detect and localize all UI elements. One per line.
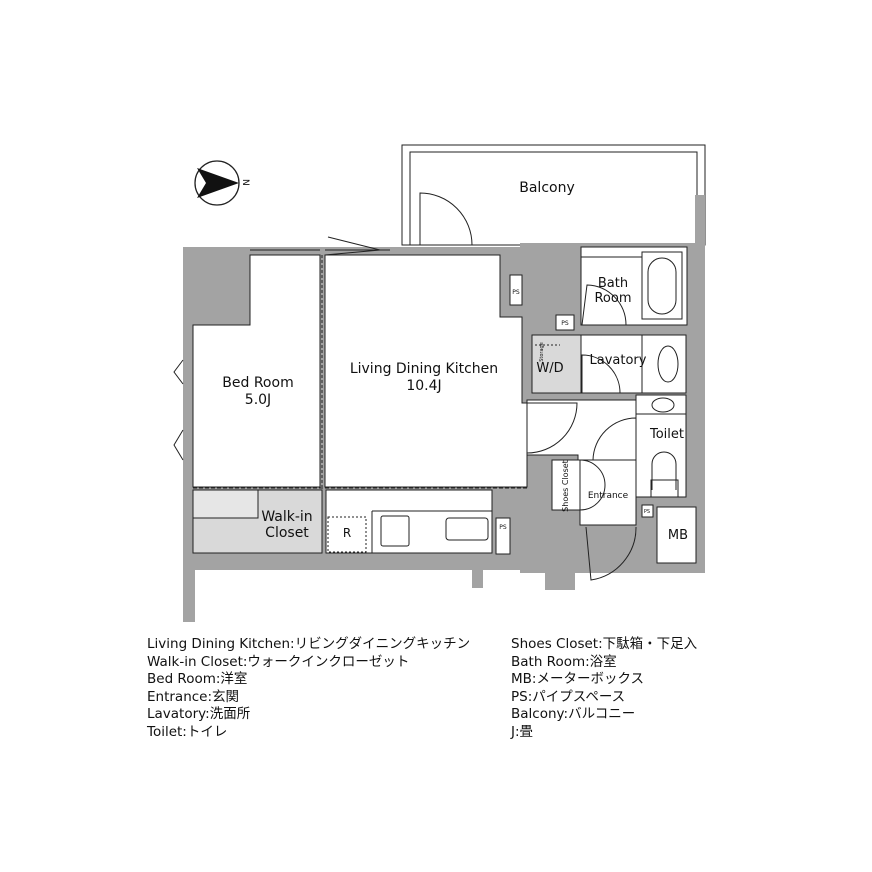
legend-item: Living Dining Kitchen:リビングダイニングキッチン	[147, 636, 471, 652]
entrance-label: Entrance	[588, 491, 629, 501]
bath-label-1: Bath	[598, 276, 628, 291]
legend-right: Shoes Closet:下駄箱・下足入 Bath Room:浴室 MB:メータ…	[511, 636, 697, 741]
kitchen-sink-icon	[445, 517, 489, 541]
bedroom-size: 5.0J	[245, 392, 271, 408]
balcony: Balcony	[401, 144, 706, 246]
bath-label-2: Room	[594, 291, 631, 306]
legend-item: Bath Room:浴室	[511, 653, 617, 670]
fridge-space	[327, 516, 367, 553]
ldk-label: Living Dining Kitchen	[350, 361, 498, 377]
walkin-label-2: Closet	[265, 525, 309, 541]
legend-item: Balcony:バルコニー	[511, 706, 636, 722]
fridge-label: R	[343, 526, 351, 540]
legend-item: PS:パイプスペース	[511, 688, 626, 705]
compass: N	[194, 160, 250, 206]
ldk-door[interactable]	[526, 402, 578, 454]
ldk	[324, 254, 528, 488]
sink-icon	[657, 345, 679, 383]
legend-item: J:畳	[511, 723, 534, 740]
compass-label: N	[240, 179, 250, 186]
ps-label: PS	[561, 320, 569, 327]
balcony-label: Balcony	[519, 180, 575, 196]
lavatory-door[interactable]	[581, 354, 621, 394]
ps-label: PS	[499, 524, 507, 531]
bedroom-windows	[173, 359, 184, 461]
wd-label: W/D	[536, 361, 563, 376]
bath-door[interactable]	[581, 284, 627, 326]
legend-left: Living Dining Kitchen:リビングダイニングキッチン Walk…	[147, 636, 470, 741]
legend-item: Lavatory:洗面所	[147, 706, 251, 722]
storage-label: Storage	[539, 342, 545, 362]
shoes-closet	[551, 459, 581, 511]
shoes-closet-door[interactable]	[579, 459, 606, 511]
toilet-tank-icon	[651, 397, 675, 413]
ps-label: PS	[512, 289, 520, 296]
toilet-door[interactable]	[592, 417, 637, 461]
legend-item: Walk-in Closet:ウォークインクローゼット	[147, 653, 410, 670]
bathtub	[641, 251, 683, 320]
stove-icon	[380, 515, 410, 547]
bedroom	[192, 254, 321, 488]
legend-item: MB:メーターボックス	[511, 671, 645, 687]
entrance-door[interactable]	[585, 526, 637, 581]
toilet-bowl-icon	[651, 451, 677, 490]
meter-box	[656, 506, 697, 564]
legend-item: Toilet:トイレ	[147, 723, 228, 740]
legend-item: Bed Room:洋室	[147, 671, 248, 687]
bedroom-label: Bed Room	[222, 375, 293, 391]
walkin-label-1: Walk-in	[261, 509, 312, 525]
legend-item: Entrance:玄関	[147, 688, 240, 705]
north-arrow-icon	[197, 168, 239, 198]
lavatory-label: Lavatory	[590, 353, 647, 368]
mb-label: MB	[668, 528, 688, 543]
toilet-label: Toilet	[649, 427, 684, 442]
entrance	[579, 459, 637, 526]
legend-item: Shoes Closet:下駄箱・下足入	[511, 636, 698, 652]
ldk-size: 10.4J	[406, 378, 441, 394]
ps-label: PS	[644, 509, 650, 515]
bathtub-basin-icon	[647, 257, 677, 315]
hallway	[526, 399, 637, 461]
shoes-closet-label: Shoes Closet	[561, 460, 570, 512]
